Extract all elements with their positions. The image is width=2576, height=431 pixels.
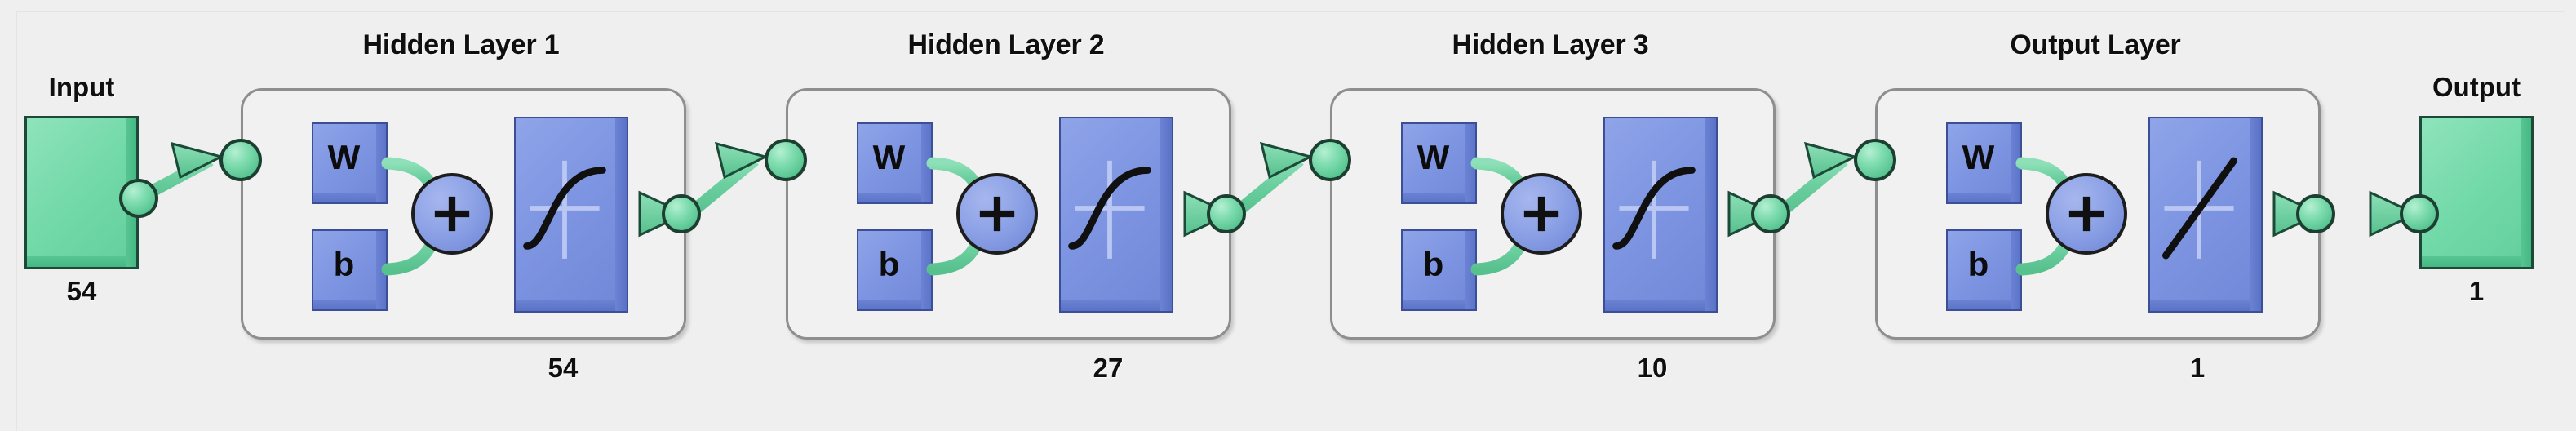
layer-title-output: Output Layer	[2010, 29, 2181, 60]
transfer-function-block-hidden-2[interactable]	[1059, 117, 1173, 313]
plus-icon	[2068, 196, 2104, 232]
weight-label: W	[1962, 138, 1995, 176]
plus-icon	[979, 196, 1015, 232]
input-size: 54	[66, 276, 97, 306]
input-block[interactable]	[24, 116, 139, 269]
bias-label: b	[1967, 245, 1989, 283]
plus-icon	[1523, 196, 1559, 232]
plus-icon	[434, 196, 470, 232]
layer-size-output: 1	[2189, 353, 2206, 383]
weight-block-hidden-3[interactable]: W	[1401, 122, 1477, 204]
sigmoid-icon	[1612, 160, 1696, 259]
weight-label: W	[327, 138, 361, 176]
bias-label: b	[1422, 245, 1444, 283]
layer-title-hidden-2: Hidden Layer 2	[907, 29, 1105, 60]
weight-label: W	[1417, 138, 1450, 176]
bias-block-hidden-2[interactable]: b	[857, 229, 933, 311]
output-size: 1	[2468, 276, 2485, 306]
layer-title-hidden-1: Hidden Layer 1	[362, 29, 560, 60]
sigmoid-icon	[1068, 160, 1151, 259]
weight-label: W	[872, 138, 906, 176]
bias-block-hidden-3[interactable]: b	[1401, 229, 1477, 311]
sigmoid-icon	[523, 160, 606, 259]
transfer-function-block-hidden-1[interactable]	[514, 117, 628, 313]
summing-junction-output[interactable]	[2046, 173, 2127, 255]
transfer-function-block-output[interactable]	[2148, 117, 2263, 313]
output-block[interactable]	[2419, 116, 2534, 269]
bias-block-hidden-1[interactable]: b	[312, 229, 388, 311]
summing-junction-hidden-3[interactable]	[1501, 173, 1582, 255]
layer-title-hidden-3: Hidden Layer 3	[1452, 29, 1649, 60]
layer-size-hidden-2: 27	[1093, 353, 1124, 383]
bias-block-output[interactable]: b	[1946, 229, 2022, 311]
layer-size-hidden-1: 54	[548, 353, 579, 383]
weight-block-hidden-1[interactable]: W	[312, 122, 388, 204]
output-title: Output	[2432, 72, 2521, 102]
weight-block-output[interactable]: W	[1946, 122, 2022, 204]
bias-label: b	[333, 245, 355, 283]
linear-icon	[2162, 157, 2237, 260]
transfer-function-block-hidden-3[interactable]	[1603, 117, 1718, 313]
summing-junction-hidden-2[interactable]	[956, 173, 1038, 255]
weight-block-hidden-2[interactable]: W	[857, 122, 933, 204]
input-title: Input	[48, 72, 115, 102]
summing-junction-hidden-1[interactable]	[411, 173, 493, 255]
bias-label: b	[878, 245, 900, 283]
layer-size-hidden-3: 10	[1637, 353, 1668, 383]
